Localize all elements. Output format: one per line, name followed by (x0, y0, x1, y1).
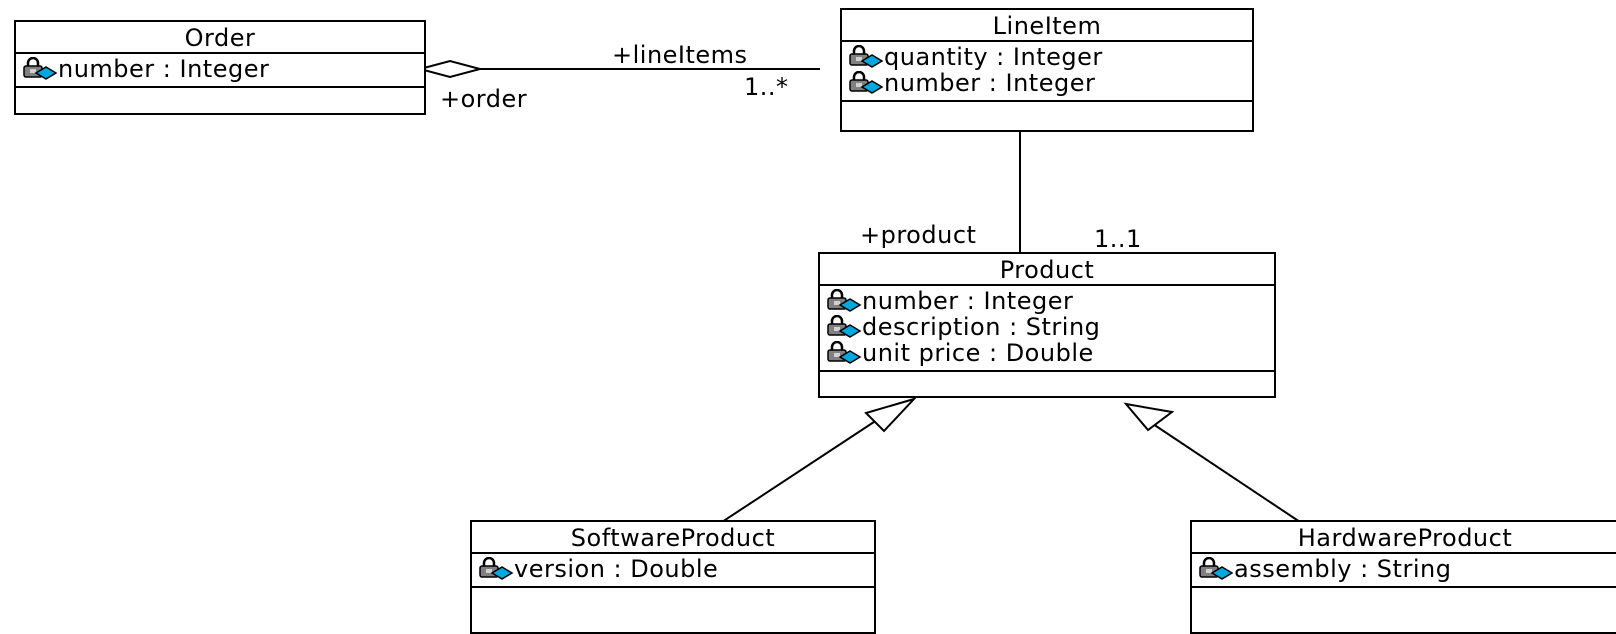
attribute-row[interactable]: version : Double (478, 556, 870, 582)
class-lineitem[interactable]: LineItem quantity : Integer number : Int… (840, 8, 1254, 132)
class-software-product[interactable]: SoftwareProduct version : Double (470, 520, 876, 634)
private-attribute-icon (479, 557, 514, 580)
aggregation-diamond (416, 59, 484, 79)
class-operations-order (16, 88, 424, 113)
private-attribute-icon (827, 289, 862, 312)
attribute-text: number : Integer (862, 287, 1074, 315)
generalization-line-software (721, 417, 881, 523)
class-operations-lineitem (842, 102, 1252, 130)
class-hardware-product[interactable]: HardwareProduct assembly : String (1190, 520, 1616, 634)
class-name-lineitem: LineItem (842, 10, 1252, 42)
attribute-row[interactable]: number : Integer (22, 56, 420, 82)
attribute-text: description : String (862, 313, 1101, 341)
class-operations-product (820, 372, 1274, 396)
class-order[interactable]: Order number : Integer (14, 20, 426, 115)
private-attribute-icon (849, 71, 884, 94)
class-attributes-software-product: version : Double (472, 554, 874, 588)
generalization-line-hardware (1149, 421, 1301, 523)
private-attribute-icon (827, 315, 862, 338)
class-name-product: Product (820, 254, 1274, 286)
class-operations-software-product (472, 588, 874, 632)
attribute-text: unit price : Double (862, 339, 1094, 367)
class-product[interactable]: Product number : Integer description : S… (818, 252, 1276, 398)
class-name-order: Order (16, 22, 424, 54)
attribute-row[interactable]: quantity : Integer (848, 44, 1248, 70)
attribute-text: version : Double (514, 555, 719, 583)
generalization-arrowhead-hardware (1123, 402, 1175, 432)
generalization-arrowhead-software (864, 397, 918, 433)
private-attribute-icon (827, 341, 862, 364)
class-attributes-product: number : Integer description : String un… (820, 286, 1274, 372)
attribute-row[interactable]: unit price : Double (826, 340, 1270, 366)
attribute-text: number : Integer (884, 69, 1096, 97)
role-label-lineitems: +lineItems (612, 41, 748, 69)
attribute-row[interactable]: description : String (826, 314, 1270, 340)
attribute-text: assembly : String (1234, 555, 1452, 583)
class-name-hardware-product: HardwareProduct (1192, 522, 1616, 554)
multiplicity-label-lineitems: 1..* (744, 73, 789, 101)
attribute-row[interactable]: assembly : String (1198, 556, 1614, 582)
class-attributes-lineitem: quantity : Integer number : Integer (842, 42, 1252, 102)
attribute-text: quantity : Integer (884, 43, 1103, 71)
private-attribute-icon (23, 57, 58, 80)
class-attributes-hardware-product: assembly : String (1192, 554, 1616, 588)
attribute-text: number : Integer (58, 55, 270, 83)
attribute-row[interactable]: number : Integer (826, 288, 1270, 314)
private-attribute-icon (1199, 557, 1234, 580)
attribute-row[interactable]: number : Integer (848, 70, 1248, 96)
multiplicity-label-product: 1..1 (1094, 225, 1142, 253)
role-label-order: +order (440, 85, 528, 113)
class-operations-hardware-product (1192, 588, 1616, 632)
private-attribute-icon (849, 45, 884, 68)
role-label-product: +product (860, 221, 977, 249)
class-name-software-product: SoftwareProduct (472, 522, 874, 554)
class-attributes-order: number : Integer (16, 54, 424, 88)
